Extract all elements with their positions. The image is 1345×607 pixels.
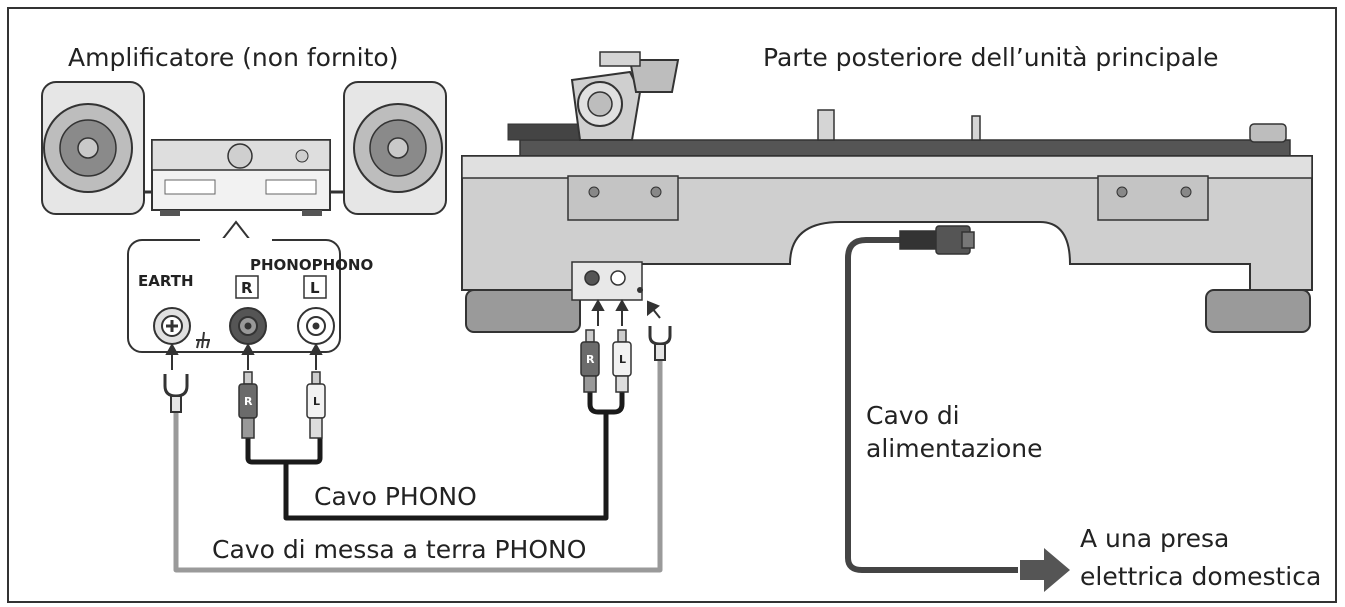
rca-plug-right-turntable-text: R [586, 353, 595, 366]
rca-plug-left-amp-text: L [313, 395, 320, 408]
rear-unit-label: Parte posteriore dell’unità principale [763, 43, 1219, 72]
power-cable-label-line1: Cavo di [866, 401, 960, 430]
phono-terminal-label: PHONOPHONO [250, 256, 373, 274]
earth-terminal-icon [153, 307, 191, 345]
phono-right-jack-icon [229, 307, 267, 345]
outlet-label-line2: elettrica domestica [1080, 562, 1321, 591]
ground-symbol-icon [196, 331, 210, 349]
rca-plug-right-amp-text: R [244, 395, 253, 408]
turntable-arrows [591, 298, 661, 326]
amplifier-unit [151, 139, 331, 216]
outlet-arrow-icon [1020, 548, 1070, 592]
phono-cable-label: Cavo PHONO [314, 482, 477, 511]
power-plug [899, 225, 975, 255]
amplifier-label: Amplificatore (non fornito) [68, 43, 398, 72]
right-channel-tag [235, 275, 259, 299]
right-speaker [343, 81, 447, 215]
right-channel-tag-text: R [241, 279, 253, 297]
earth-terminal-label: EARTH [138, 272, 194, 290]
diagram-frame [7, 7, 1337, 603]
turntable-rear [461, 51, 1313, 333]
rca-plug-left-amp [306, 371, 326, 439]
rca-plug-right-amp [238, 371, 258, 439]
outlet-label-line1: A una presa [1080, 524, 1229, 553]
rca-plug-left-turntable-text: L [619, 353, 626, 366]
phono-cable [245, 392, 625, 521]
platter [519, 139, 1291, 157]
power-cable [845, 237, 1018, 573]
turntable-output-panel [571, 261, 643, 301]
callout-pointer [221, 220, 251, 241]
left-speaker [41, 81, 145, 215]
amp-arrows [165, 342, 323, 370]
left-channel-tag-text: L [310, 279, 320, 297]
phono-earth-cable [173, 360, 663, 573]
phono-left-jack-icon [297, 307, 335, 345]
volume-knob-icon [227, 143, 253, 169]
earth-cable-label: Cavo di messa a terra PHONO [212, 535, 586, 564]
power-cable-label-line2: alimentazione [866, 434, 1043, 463]
rca-plug-right-turntable [580, 329, 600, 393]
left-channel-tag [303, 275, 327, 299]
earth-spade-lug-turntable [648, 326, 672, 361]
turntable-foot-left [465, 289, 581, 333]
turntable-foot-right [1205, 289, 1311, 333]
rca-plug-left-turntable [612, 329, 632, 393]
earth-spade-lug-amp [163, 374, 189, 413]
